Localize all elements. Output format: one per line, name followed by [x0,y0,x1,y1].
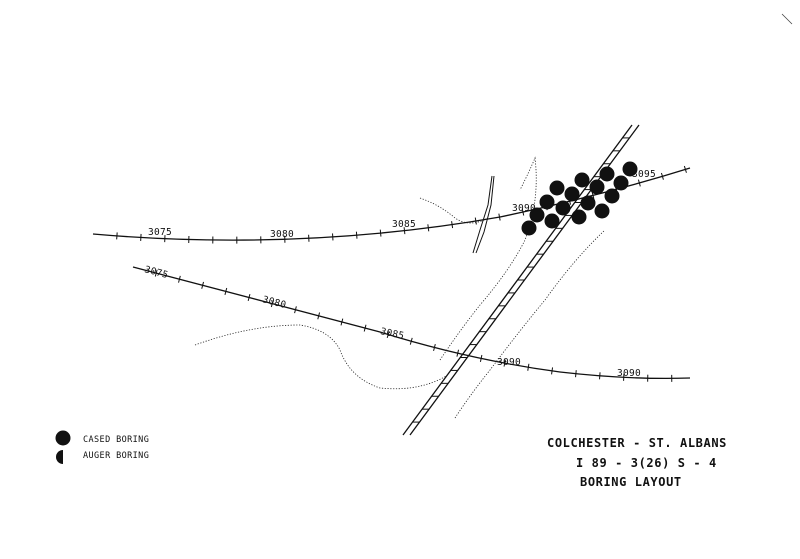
station-tick [683,165,687,173]
stream-channel-b [475,175,495,254]
upper-station-3085: 3085 [392,219,416,230]
cased-boring-symbol [55,430,71,446]
station-tick [201,281,205,289]
road-ticks [412,137,630,423]
station-tick [224,287,228,295]
station-tick [409,337,413,345]
cased-boring [622,161,638,177]
station-tick [551,367,554,375]
auger-boring-symbol [56,450,63,464]
lower-station-3080: 3080 [261,294,287,311]
legend-cased-label: CASED BORING [83,435,149,445]
stream-bank-upper [419,197,489,224]
cased-boring [589,179,605,195]
legend: CASED BORING AUGER BORING [55,430,149,464]
cased-boring [544,213,560,229]
lower-alignment: 3075 3080 3085 3090 3090 [132,264,691,382]
cased-boring [549,180,565,196]
stream-bank-lower [194,324,449,390]
cased-boring [580,195,596,211]
cased-boring [574,172,590,188]
upper-station-3090: 3090 [512,203,536,214]
station-tick [178,275,181,283]
station-tick [527,363,530,371]
lower-station-3085: 3085 [379,326,405,342]
station-tick [521,208,525,216]
station-tick [503,359,506,367]
cased-boring [613,175,629,191]
title-project: COLCHESTER - ST. ALBANS [547,436,727,450]
cased-boring [594,203,610,219]
lower-station-3090-a: 3090 [497,357,521,368]
stream-bank-outer [439,156,537,361]
station-tick [637,179,641,187]
stream-banks [194,156,606,419]
title-route: I 89 - 3(26) S - 4 [576,456,717,470]
station-tick [456,349,460,357]
stream-bank-inner [454,229,606,419]
station-tick [379,229,382,237]
station-tick [294,306,297,314]
title-sheet: BORING LAYOUT [580,475,682,489]
station-tick [386,331,390,339]
upper-station-3075: 3075 [148,227,172,238]
lower-alignment-ticks [154,269,673,382]
station-tick [433,343,436,351]
cased-boring [555,200,571,216]
station-tick [575,370,577,378]
cased-boring [571,209,587,225]
stream-channel [472,175,493,254]
boring-cluster [521,161,638,236]
cased-boring [521,220,537,236]
station-tick [154,269,158,277]
station-tick [270,300,274,308]
lower-station-3090-b: 3090 [617,368,641,379]
lower-alignment-line [132,266,691,380]
corner-mark [781,13,793,25]
cased-boring [599,166,615,182]
station-tick [660,172,664,180]
cased-boring [564,186,580,202]
cased-boring [604,188,620,204]
station-tick [317,312,321,320]
station-tick [403,227,406,235]
station-tick [116,232,118,240]
station-tick [591,191,595,199]
lower-station-3075: 3075 [143,264,169,281]
station-tick [355,231,358,239]
station-tick [363,324,367,332]
station-tick [479,354,483,362]
station-tick [427,224,430,232]
station-tick [599,372,601,380]
station-tick [498,213,501,221]
upper-station-3095: 3095 [632,169,656,180]
station-tick [451,221,454,229]
upper-station-3080: 3080 [270,229,294,240]
cased-boring [539,194,555,210]
legend-auger-label: AUGER BORING [83,451,149,461]
station-tick [340,318,344,326]
station-tick [474,217,477,225]
title-block: COLCHESTER - ST. ALBANS I 89 - 3(26) S -… [547,436,727,489]
cased-boring [529,207,545,223]
station-tick [247,294,251,302]
